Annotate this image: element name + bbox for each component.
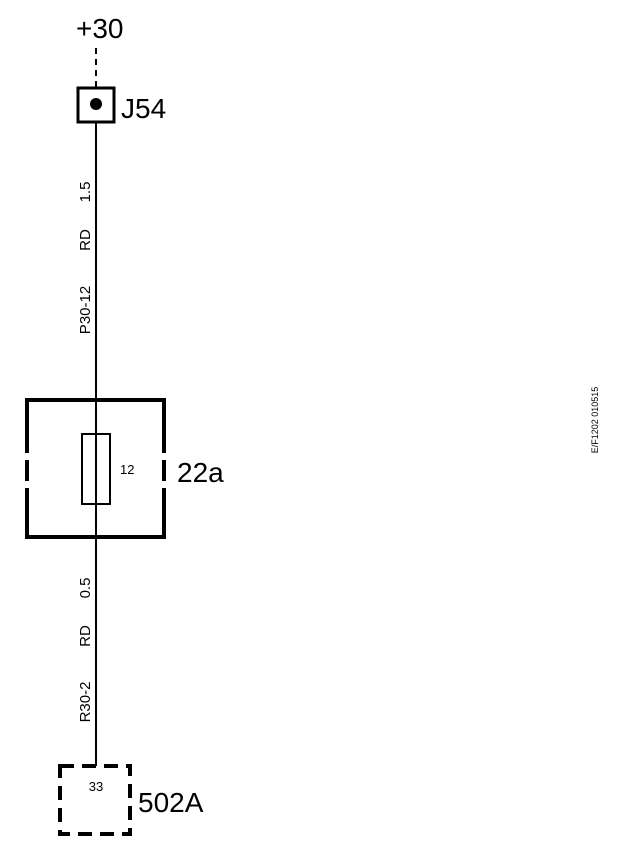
wire-lower-id: R30-2: [77, 682, 94, 723]
fuse-rating: 12: [120, 462, 134, 477]
wire-upper-id: P30-12: [77, 286, 94, 334]
supply-label: +30: [76, 13, 124, 44]
wire-upper-color: RD: [77, 229, 94, 251]
connector-j54-label: J54: [121, 93, 166, 124]
connector-j54-pin: [90, 98, 102, 110]
wire-lower-gauge: 0.5: [77, 578, 94, 599]
wire-lower-color: RD: [77, 625, 94, 647]
drawing-reference: E/F1202 010515: [590, 387, 600, 454]
connector-502a-pin: 33: [89, 779, 103, 794]
connector-502a-box: [58, 764, 132, 836]
wire-upper-gauge: 1.5: [77, 182, 94, 203]
connector-502a-label: 502A: [138, 787, 204, 818]
fuse-label: 22a: [177, 457, 224, 488]
